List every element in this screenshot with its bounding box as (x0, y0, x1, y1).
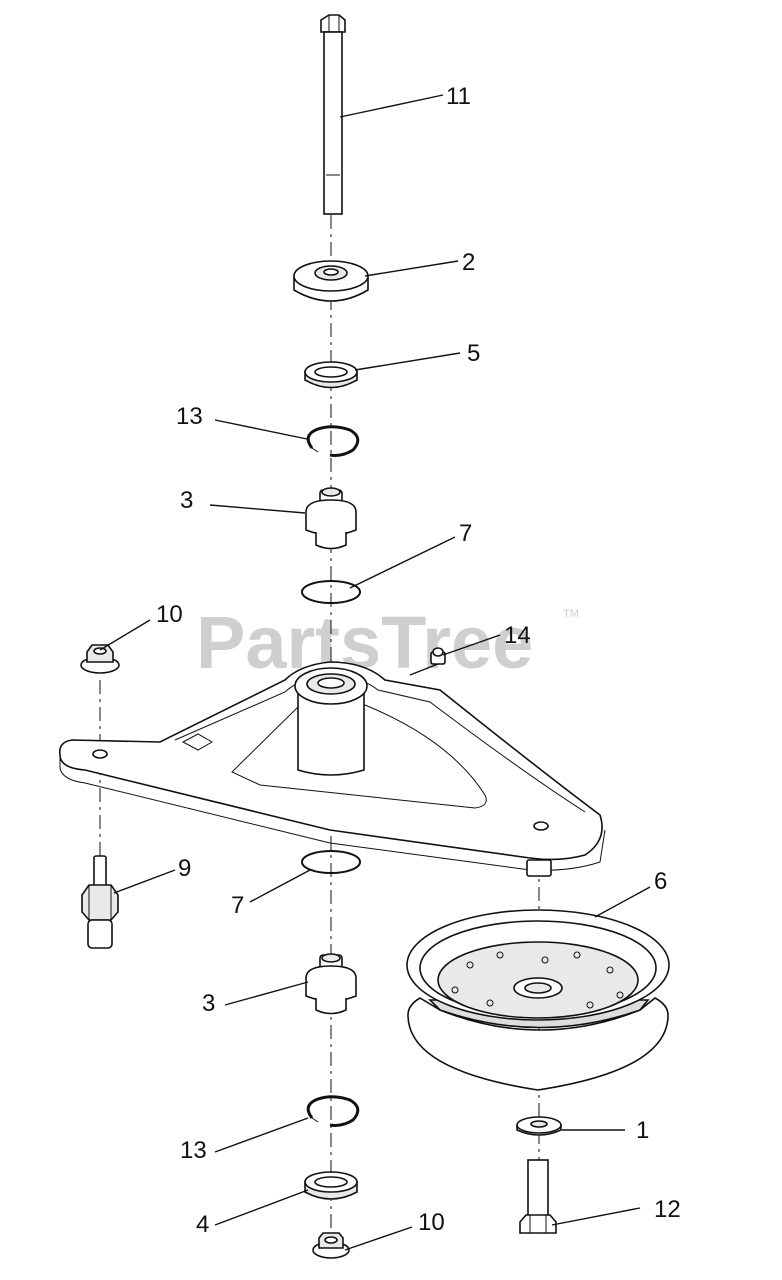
part-7-o-ring-bottom[interactable] (301, 850, 361, 874)
callout-10-bottom: 10 (418, 1209, 445, 1236)
callout-14: 14 (504, 622, 531, 649)
callout-7-top: 7 (459, 520, 472, 547)
callout-1: 1 (636, 1117, 649, 1144)
part-12-bolt[interactable] (519, 1159, 557, 1234)
part-11-bolt[interactable] (320, 14, 346, 215)
callout-12: 12 (654, 1196, 681, 1223)
callout-9: 9 (178, 855, 191, 882)
leader-lines (99, 94, 651, 1251)
part-3-bearing-bottom[interactable] (305, 953, 357, 1015)
part-4-seal-bottom[interactable] (304, 1171, 358, 1200)
callout-10-left: 10 (156, 601, 183, 628)
callout-3-bottom: 3 (202, 990, 215, 1017)
part-2-cap[interactable] (293, 260, 369, 302)
part-14-grease-fitting[interactable] (409, 647, 446, 676)
part-5-seal[interactable] (304, 361, 358, 389)
part-9-stud[interactable] (81, 855, 119, 949)
callout-5: 5 (467, 340, 480, 367)
part-1-washer[interactable] (516, 1116, 562, 1136)
callout-2: 2 (462, 249, 475, 276)
part-10-flange-nut-left[interactable] (80, 644, 120, 674)
callout-6: 6 (654, 868, 667, 895)
callout-11: 11 (446, 83, 471, 110)
callout-3-top: 3 (180, 487, 193, 514)
part-13-snap-ring-top[interactable] (306, 425, 360, 457)
part-3-bearing-top[interactable] (305, 487, 357, 550)
idler-arm-plate[interactable] (58, 661, 606, 877)
part-6-idler-pulley[interactable] (406, 909, 670, 1091)
part-13-snap-ring-bottom[interactable] (306, 1095, 360, 1127)
part-10-flange-nut-bottom[interactable] (312, 1232, 350, 1259)
part-7-o-ring-top[interactable] (301, 580, 361, 604)
callout-7-bottom: 7 (231, 892, 244, 919)
watermark-trademark: TM (563, 608, 579, 620)
callout-13-top: 13 (176, 403, 203, 430)
callout-4: 4 (196, 1211, 209, 1238)
callout-13-bottom: 13 (180, 1137, 207, 1164)
